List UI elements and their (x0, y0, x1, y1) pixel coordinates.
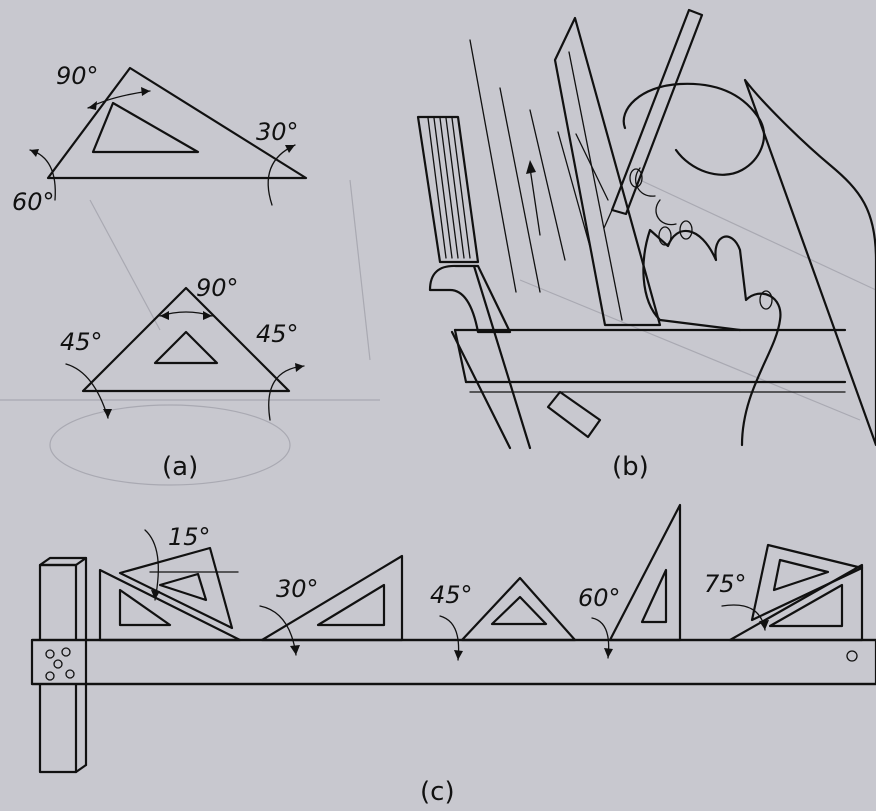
caption-b: (b) (612, 452, 649, 482)
drawing-board-edge (416, 115, 480, 264)
angle-label-90: 90° (56, 62, 99, 90)
t-square-blade-horizontal (30, 638, 876, 686)
background-ghost-marks (0, 179, 876, 486)
angle-label-45: 45° (430, 581, 473, 609)
set-square-45: 90° 45° 45° (60, 274, 305, 421)
angle-label-30: 30° (256, 118, 299, 146)
hole (53, 659, 63, 669)
angle-label-30: 30° (276, 575, 319, 603)
angle-label-90: 90° (196, 274, 239, 302)
angle-label-15: 15° (168, 523, 211, 551)
panel-a: 90° 30° 60° 90° 45° 45° (a) (12, 62, 308, 482)
set-square-30: 30° (259, 554, 404, 656)
hang-hole (846, 650, 858, 662)
t-square-blade (453, 328, 847, 393)
set-square-45: 45° (430, 576, 577, 661)
set-square-in-use (553, 16, 662, 327)
drawn-lines (469, 39, 609, 293)
set-square-combo-15: 15° (98, 523, 242, 642)
set-square-combo-75: 75° (704, 543, 864, 642)
angle-label-60: 60° (578, 584, 621, 612)
hole (45, 649, 55, 659)
pencil (603, 8, 704, 229)
caption-a: (a) (162, 452, 198, 482)
hand (622, 78, 876, 447)
set-square-60: 60° (578, 503, 682, 659)
t-square-head (428, 264, 532, 450)
angle-label-75: 75° (704, 570, 747, 598)
panel-b: (b) (416, 8, 876, 482)
angle-label-45-left: 45° (60, 328, 103, 356)
hole (65, 669, 75, 679)
set-square-30-60: 90° 30° 60° (12, 62, 308, 216)
angle-arc-45-right (268, 365, 305, 421)
angle-arc-30 (267, 144, 296, 206)
caption-c: (c) (420, 777, 455, 807)
hole (61, 647, 71, 657)
panel-c: 15° 30° 45° 60° (30, 503, 876, 807)
hole (45, 671, 55, 681)
angle-label-60: 60° (12, 188, 55, 216)
angle-label-45-right: 45° (256, 320, 299, 348)
eraser (546, 390, 602, 439)
